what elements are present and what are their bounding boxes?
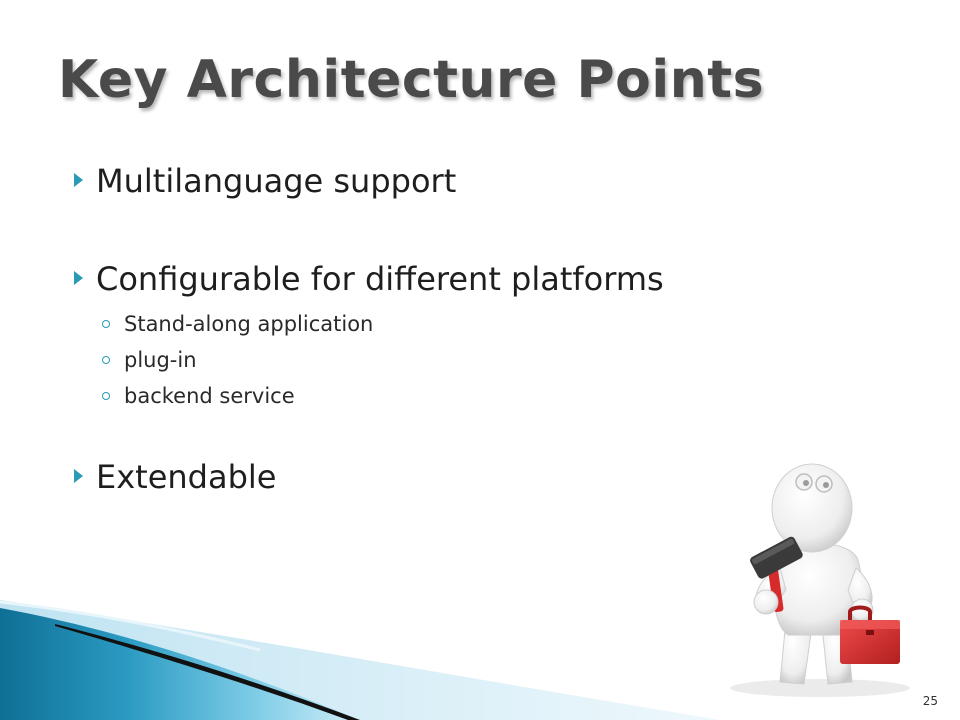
ring-bullet-icon [102,320,110,328]
sub-bullet-text: backend service [124,384,295,408]
bullet-list: Multilanguage support Configurable for d… [74,160,794,498]
sub-bullet-list: Stand-along application plug-in backend … [96,306,794,414]
bullet-arrow-icon [74,271,83,285]
swoosh-dark-line [55,624,360,720]
bullet-text: Extendable [96,458,277,496]
ring-bullet-icon [102,356,110,364]
page-number: 25 [922,694,938,708]
sub-bullet-item: backend service [96,378,794,414]
bullet-text: Configurable for different platforms [96,260,664,298]
bullet-item: Multilanguage support [74,160,794,202]
slide-title: Key Architecture Points [58,50,765,110]
sub-bullet-text: plug-in [124,348,197,372]
sub-bullet-text: Stand-along application [124,312,374,336]
bullet-arrow-icon [74,469,83,483]
figure-with-hammer-and-toolbox-icon [730,463,910,697]
sub-bullet-item: plug-in [96,342,794,378]
bullet-arrow-icon [74,173,83,187]
bullet-text: Multilanguage support [96,162,457,200]
bullet-item: Extendable [74,456,794,498]
bullet-item: Configurable for different platforms Sta… [74,258,794,414]
sub-bullet-item: Stand-along application [96,306,794,342]
ring-bullet-icon [102,392,110,400]
swoosh-highlight [0,600,261,652]
decorative-swoosh [0,600,720,720]
